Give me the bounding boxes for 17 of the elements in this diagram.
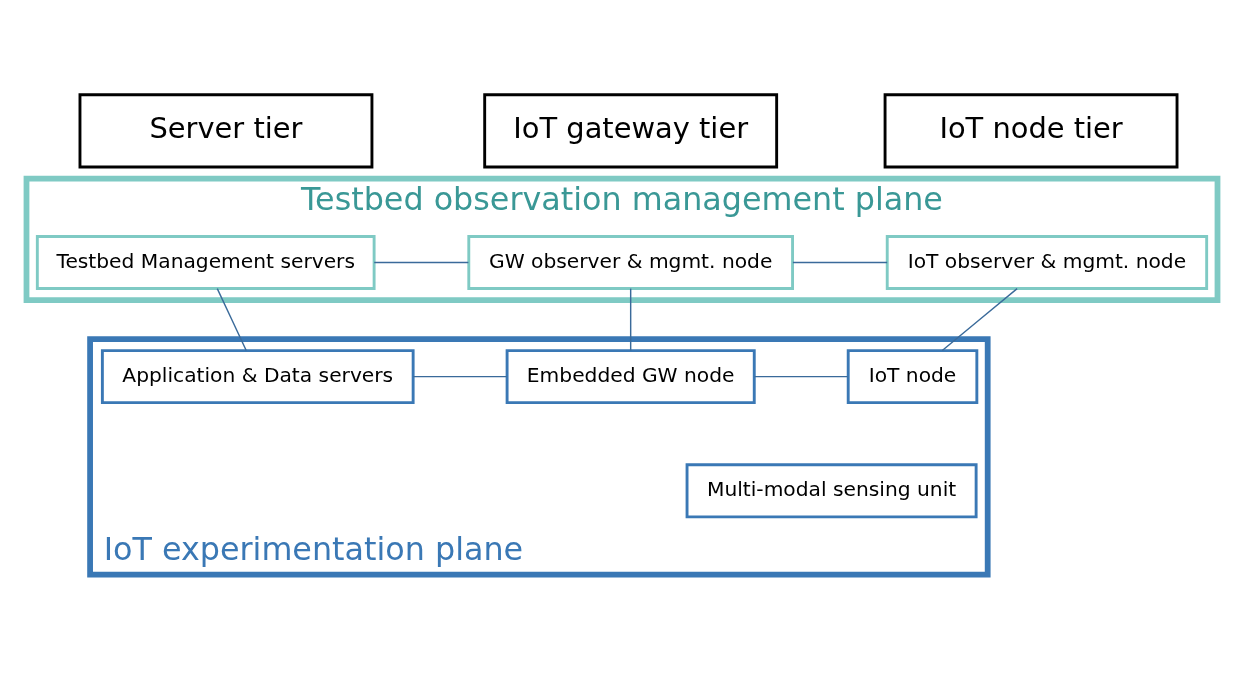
node-box: IoT node tier	[883, 92, 1179, 168]
node-box: IoT observer & mgmt. node	[885, 234, 1209, 290]
node-box: Application & Data servers	[100, 348, 415, 404]
connector	[941, 287, 1018, 351]
node-box: Embedded GW node	[505, 348, 756, 404]
node-box: Multi-modal sensing unit	[685, 462, 978, 518]
connector	[753, 375, 849, 377]
node-box: Server tier	[78, 92, 374, 168]
connector	[412, 375, 508, 377]
node-box: GW observer & mgmt. node	[467, 234, 794, 290]
node-box: IoT node	[846, 348, 979, 404]
connector	[216, 287, 247, 351]
node-box: IoT gateway tier	[483, 92, 779, 168]
node-box: Testbed Management servers	[35, 234, 376, 290]
connector	[629, 287, 632, 351]
connector	[373, 261, 470, 263]
connector	[792, 261, 888, 263]
